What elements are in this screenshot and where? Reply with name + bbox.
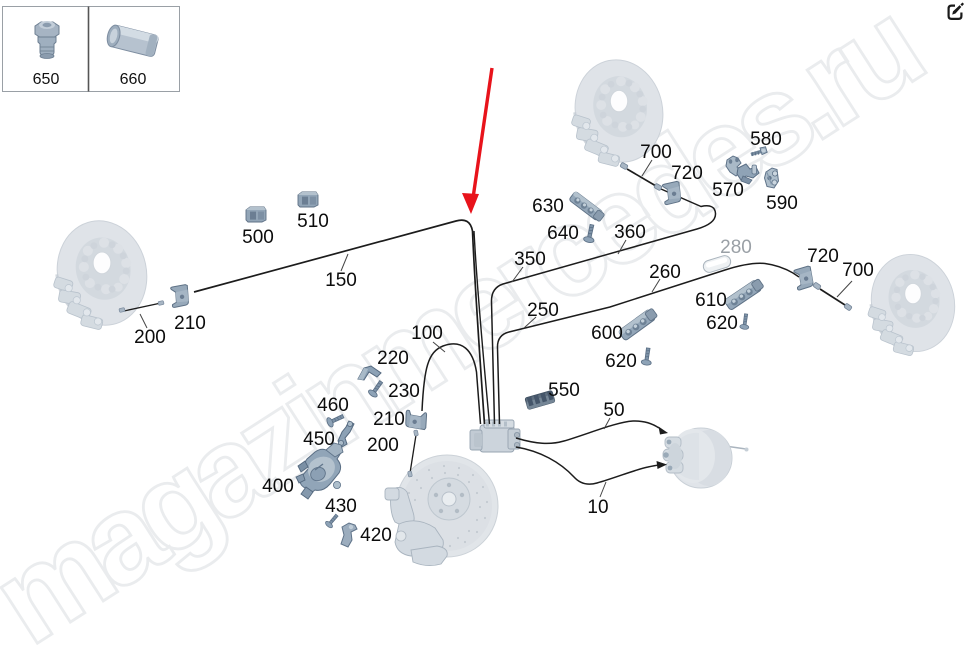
svg-text:590: 590 (766, 193, 798, 214)
svg-text:220: 220 (377, 348, 409, 369)
svg-text:250: 250 (527, 300, 559, 321)
svg-text:620: 620 (706, 313, 738, 334)
svg-text:600: 600 (591, 323, 623, 344)
svg-text:700: 700 (640, 142, 672, 163)
svg-text:360: 360 (614, 222, 646, 243)
svg-text:720: 720 (807, 246, 839, 267)
svg-text:650: 650 (33, 71, 60, 88)
svg-text:430: 430 (325, 496, 357, 517)
svg-text:580: 580 (750, 129, 782, 150)
svg-text:420: 420 (360, 525, 392, 546)
svg-text:660: 660 (120, 71, 147, 88)
svg-text:210: 210 (373, 409, 405, 430)
svg-text:230: 230 (388, 381, 420, 402)
svg-text:510: 510 (297, 211, 329, 232)
svg-text:10: 10 (587, 497, 608, 518)
svg-text:50: 50 (603, 400, 624, 421)
svg-text:200: 200 (367, 435, 399, 456)
svg-text:210: 210 (174, 313, 206, 334)
svg-text:460: 460 (317, 395, 349, 416)
svg-text:260: 260 (649, 262, 681, 283)
svg-text:630: 630 (532, 196, 564, 217)
svg-text:350: 350 (514, 249, 546, 270)
svg-text:200: 200 (134, 327, 166, 348)
svg-text:640: 640 (547, 223, 579, 244)
svg-text:610: 610 (695, 290, 727, 311)
svg-text:570: 570 (712, 180, 744, 201)
svg-text:720: 720 (671, 163, 703, 184)
svg-text:700: 700 (842, 260, 874, 281)
svg-text:100: 100 (411, 323, 443, 344)
svg-text:550: 550 (548, 380, 580, 401)
svg-text:500: 500 (242, 227, 274, 248)
svg-text:400: 400 (262, 476, 294, 497)
svg-text:280: 280 (720, 237, 752, 258)
svg-text:450: 450 (303, 429, 335, 450)
svg-text:620: 620 (605, 351, 637, 372)
svg-text:150: 150 (325, 270, 357, 291)
